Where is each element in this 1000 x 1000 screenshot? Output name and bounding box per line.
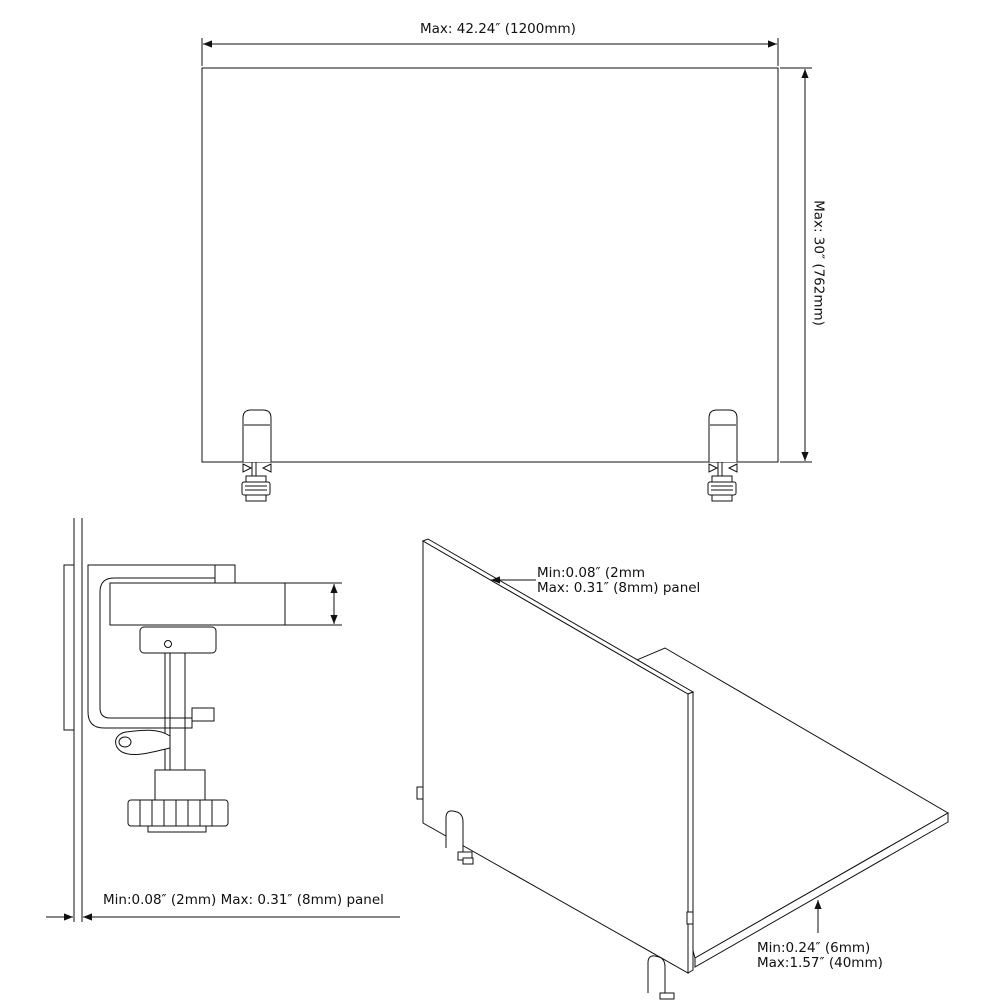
panel-min-text: Min:0.08″ (2mm [537,565,646,581]
desk-section [109,582,286,626]
width-label: Max: 42.24″ (1200mm) [420,21,576,37]
isometric-view [416,538,949,1000]
desk-thickness-label: Min:0.24″ (6mm) Max:1.57″ (40mm) [757,941,883,971]
desk-min-text: Min:0.24″ (6mm) [757,940,871,956]
height-label: Max: 30″ (762mm) [810,200,827,326]
panel-max-text: Max: 0.31″ (8mm) panel [537,580,701,596]
desk-max-text: Max:1.57″ (40mm) [757,955,883,971]
clamp-panel-thickness-label: Min:0.08″ (2mm) Max: 0.31″ (8mm) panel [103,892,384,908]
iso-panel-thickness-label: Min:0.08″ (2mm Max: 0.31″ (8mm) panel [537,566,700,596]
iso-panel [422,540,689,974]
front-panel [201,67,779,463]
front-clamp-right [707,409,738,502]
clamp-side-view [46,518,400,922]
front-view [201,38,812,502]
front-clamp-left [241,409,272,502]
